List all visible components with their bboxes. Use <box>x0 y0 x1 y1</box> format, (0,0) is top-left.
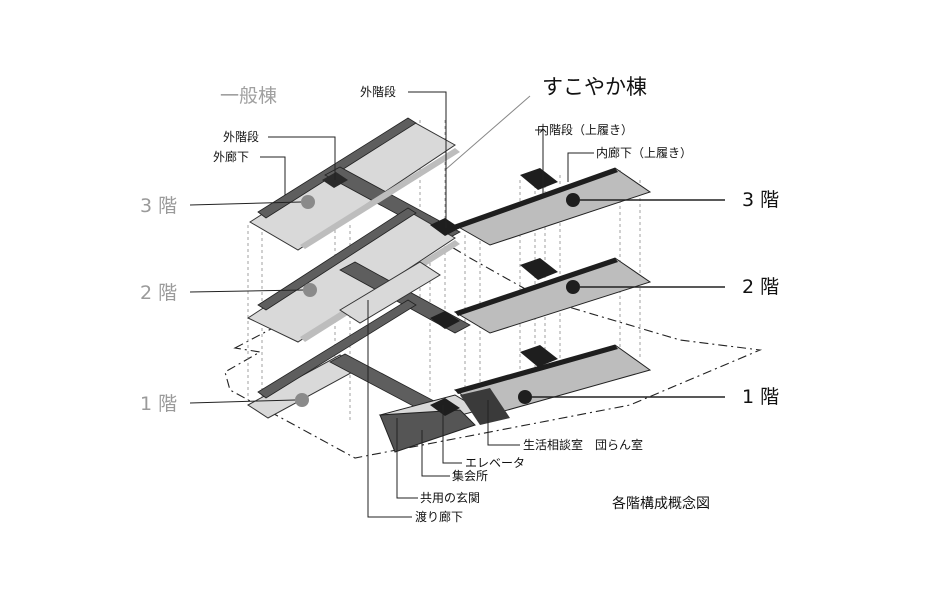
general-floor-markers <box>295 195 317 407</box>
callout-outer-stairs-top: 外階段 <box>360 84 396 99</box>
sukoyaka-floor-markers <box>518 193 580 404</box>
callout-elevator: エレベータ <box>465 456 525 470</box>
callout-consult-room: 生活相談室 団らん室 <box>523 437 643 452</box>
sukoyaka-floor-2 <box>430 257 652 334</box>
general-floor-1-label: 1 階 <box>140 393 177 415</box>
leader-lines <box>189 91 725 518</box>
callout-meeting-hall: 集会所 <box>452 468 488 483</box>
callout-entrance: 共用の玄関 <box>420 490 480 505</box>
sukoyaka-floor-1 <box>378 344 652 453</box>
callout-outer-corridor: 外廊下 <box>213 149 249 164</box>
callout-inner-corridor: 内廊下（上履き） <box>596 145 692 160</box>
sukoyaka-building-label: すこやか棟 <box>542 75 647 99</box>
diagram-title: 各階構成概念図 <box>612 495 710 512</box>
callout-inner-stairs: 内階段（上履き） <box>537 122 633 137</box>
sukoyaka-floor-3 <box>430 167 652 246</box>
general-floor-3-label: 3 階 <box>140 195 177 217</box>
sukoyaka-floor-1-label: 1 階 <box>742 386 779 408</box>
sukoyaka-floor-2-label: 2 階 <box>742 276 779 298</box>
site-outline <box>224 239 763 459</box>
callout-outer-stairs: 外階段 <box>223 129 259 144</box>
callout-bridge-corridor: 渡り廊下 <box>415 509 463 524</box>
general-building-label: 一般棟 <box>220 85 277 107</box>
general-floor-2-label: 2 階 <box>140 282 177 304</box>
sukoyaka-floor-3-label: 3 階 <box>742 189 779 211</box>
